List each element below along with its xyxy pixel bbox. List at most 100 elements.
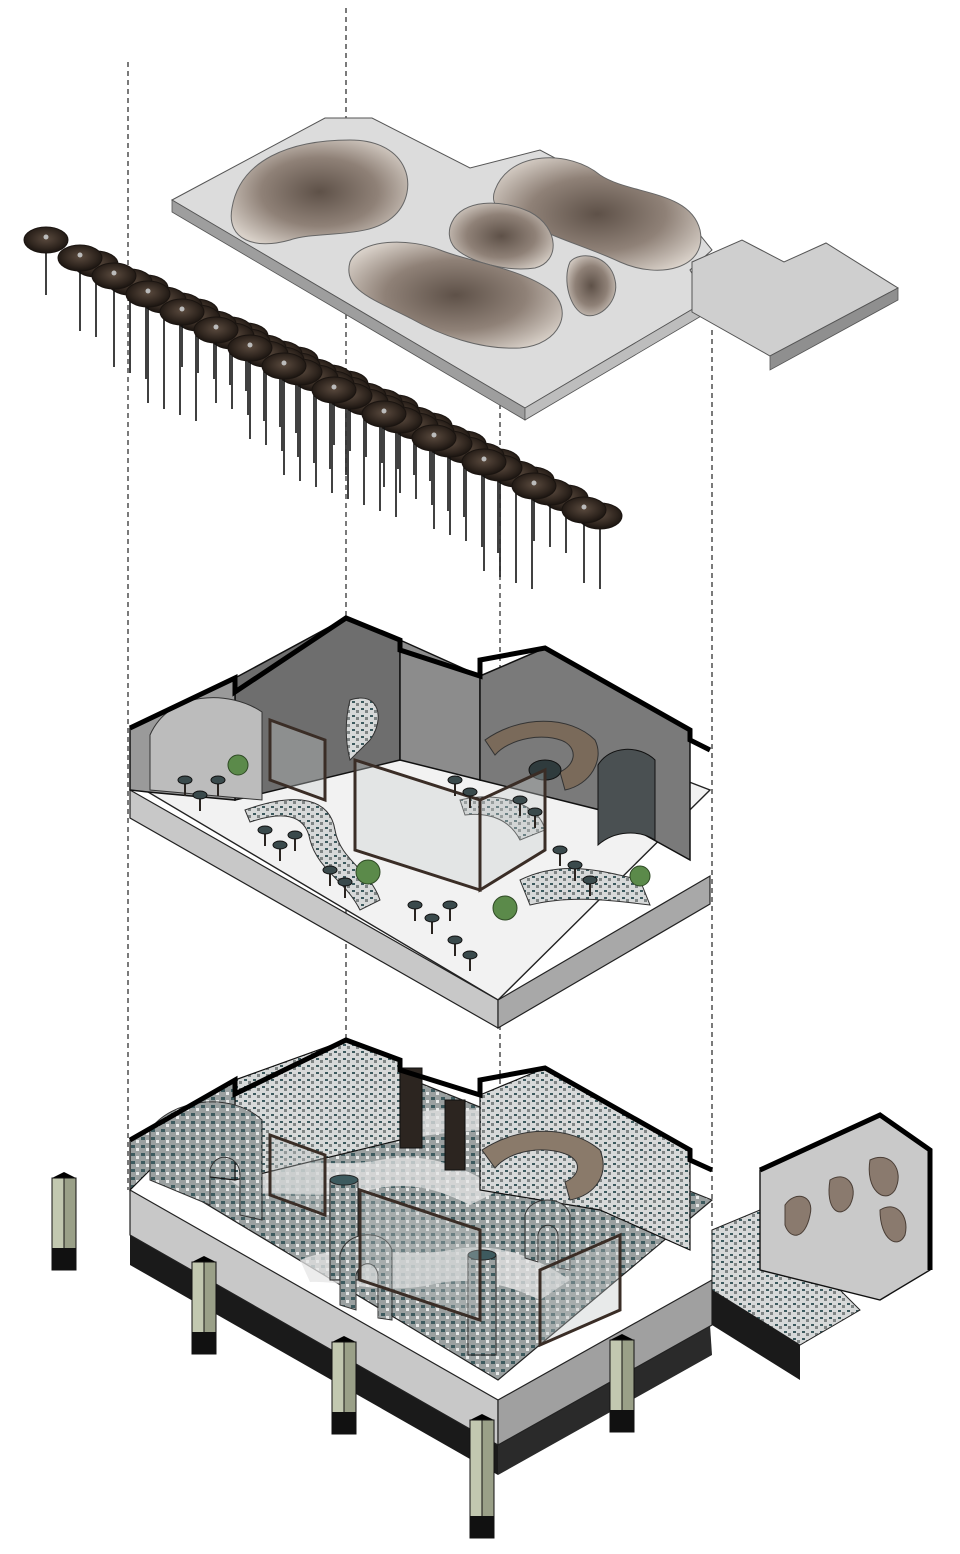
shell-glass-partitions — [268, 1132, 622, 1348]
furniture-slab-side — [497, 874, 711, 1030]
pendant-light — [227, 334, 273, 439]
tiled-column — [467, 1254, 497, 1356]
shell-wall-outline — [128, 1037, 714, 1173]
stool — [462, 787, 478, 808]
ceiling-layer — [170, 117, 899, 421]
plant — [355, 859, 381, 885]
ceiling-coves — [230, 139, 702, 349]
shell-annex-floor — [711, 1209, 861, 1346]
stool — [424, 913, 440, 934]
pendant-cap — [581, 504, 587, 510]
pendant-shade — [159, 298, 205, 326]
pendant-cap — [531, 480, 537, 486]
stool — [210, 775, 226, 796]
pendant-cap — [281, 360, 287, 366]
stool-seat — [272, 840, 288, 850]
pendant-light — [193, 316, 239, 403]
furniture-layer — [128, 615, 712, 1030]
stool-seat — [512, 795, 528, 805]
pendant-light — [23, 226, 69, 295]
furniture-glass-partitions — [268, 717, 547, 893]
stool-seat — [567, 860, 583, 870]
stool-seat — [552, 845, 568, 855]
pendant-cap — [77, 252, 83, 258]
stool-seat — [462, 787, 478, 797]
shell-tiled-arch — [524, 1199, 571, 1271]
annex-wall-shape — [784, 1195, 812, 1236]
glass-partition — [268, 1132, 327, 1218]
pendant-light — [461, 448, 507, 571]
stool-seat — [582, 875, 598, 885]
pendant-cap — [179, 306, 185, 312]
shell-annex-base — [712, 1290, 800, 1380]
stool-seat — [192, 790, 208, 800]
pendant-light — [411, 424, 457, 529]
stool — [447, 775, 463, 796]
pendant-cap — [431, 432, 437, 438]
pendant-light — [361, 400, 407, 487]
shell-curved-sofa — [481, 1130, 604, 1201]
shell-tiled-arch — [149, 1101, 263, 1221]
plant — [629, 865, 651, 887]
pendant-cap — [381, 408, 387, 414]
pendant-shade — [91, 262, 137, 290]
pendant-cap — [145, 288, 151, 294]
pendant-light — [511, 472, 557, 541]
pendant-shade — [261, 352, 307, 380]
structural-column — [331, 1336, 357, 1435]
stool-seat — [337, 877, 353, 887]
furniture-tiled-counter — [345, 697, 379, 761]
shell-annex-wall-pattern — [784, 1156, 907, 1243]
glass-partition — [538, 1232, 622, 1348]
structural-column — [51, 1172, 77, 1271]
stool-seat — [257, 825, 273, 835]
stool-seat — [462, 950, 478, 960]
column-base — [52, 1248, 76, 1270]
stool — [582, 875, 598, 896]
pendant-light — [159, 298, 205, 367]
ceiling-annex-side — [769, 287, 899, 371]
stool — [272, 840, 288, 861]
structural-column — [191, 1256, 217, 1355]
stool-seat — [177, 775, 193, 785]
stool — [407, 900, 423, 921]
column-base — [332, 1412, 356, 1434]
stool — [287, 830, 303, 851]
pendant-cap — [247, 342, 253, 348]
pendant-light — [261, 352, 307, 475]
ceiling-cove — [566, 255, 617, 317]
stool-seat — [424, 913, 440, 923]
stool-seat — [287, 830, 303, 840]
furniture-wall-outline — [128, 615, 712, 753]
tiled-column-top — [467, 1249, 497, 1261]
ceiling-cove — [448, 202, 554, 270]
stool — [552, 845, 568, 866]
annex-wall-shape — [868, 1156, 899, 1197]
pendant-shade — [461, 448, 507, 476]
stool-seat — [447, 775, 463, 785]
pendant-cap — [213, 324, 219, 330]
stool-seat — [322, 865, 338, 875]
furniture-stools — [177, 775, 598, 971]
pendant-light — [125, 280, 171, 403]
stool — [567, 860, 583, 881]
structural-column — [609, 1334, 635, 1433]
stool-seat — [447, 935, 463, 945]
stool — [442, 900, 458, 921]
pendant-light — [57, 244, 103, 331]
stool — [462, 950, 478, 971]
pendant-light — [561, 496, 607, 583]
plant — [227, 754, 249, 776]
ceiling-cove — [230, 139, 409, 245]
furniture-curved-wall — [597, 748, 656, 847]
stool — [192, 790, 208, 811]
pendant-cap — [43, 234, 49, 240]
stool — [527, 807, 543, 828]
floor-swirl — [230, 1157, 500, 1205]
pendant-shade — [361, 400, 407, 428]
pendant-lights — [23, 226, 623, 589]
stool — [337, 877, 353, 898]
shell-doorway — [399, 1067, 423, 1149]
pendant-shade — [411, 424, 457, 452]
plant — [492, 895, 518, 921]
